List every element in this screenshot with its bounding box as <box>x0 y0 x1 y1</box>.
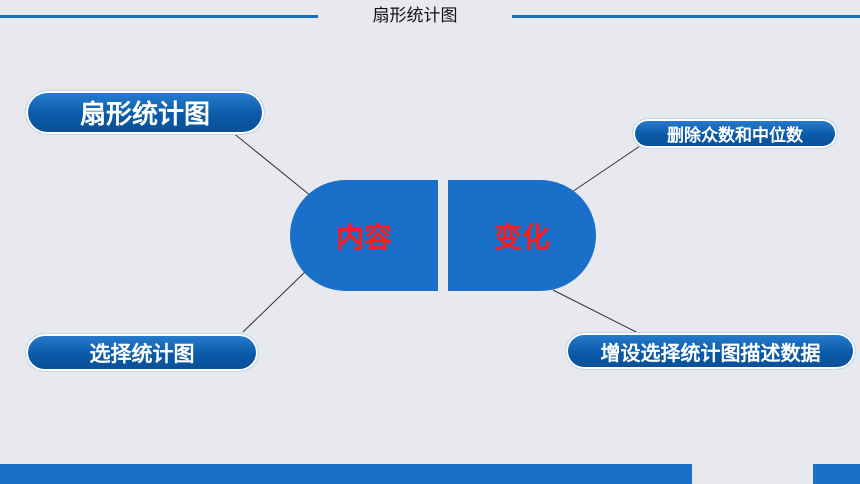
footer-bar-main <box>0 464 692 484</box>
node-remove-mode-median-label: 删除众数和中位数 <box>667 126 803 146</box>
node-choose-chart-label: 选择统计图 <box>89 341 195 366</box>
header-line-right <box>512 15 860 18</box>
connector-top-right <box>571 145 641 193</box>
center-change-label: 变化 <box>493 220 550 254</box>
node-add-chart-selection: 增设选择统计图描述数据 <box>566 333 855 369</box>
footer-bar-right <box>813 464 860 484</box>
node-remove-mode-median: 删除众数和中位数 <box>633 119 837 148</box>
connector-top-left <box>231 131 312 197</box>
center-content-half: 内容 <box>290 180 438 291</box>
node-choose-chart: 选择统计图 <box>26 334 258 371</box>
center-content-label: 内容 <box>335 220 392 254</box>
node-sector-chart: 扇形统计图 <box>26 91 264 134</box>
connector-bottom-left <box>242 270 307 333</box>
center-change-half: 变化 <box>448 180 596 291</box>
page-title: 扇形统计图 <box>372 6 458 26</box>
node-add-chart-selection-label: 增设选择统计图描述数据 <box>600 340 821 365</box>
header-line-left <box>0 15 318 18</box>
node-sector-chart-label: 扇形统计图 <box>79 100 210 130</box>
connector-bottom-right <box>552 289 639 334</box>
